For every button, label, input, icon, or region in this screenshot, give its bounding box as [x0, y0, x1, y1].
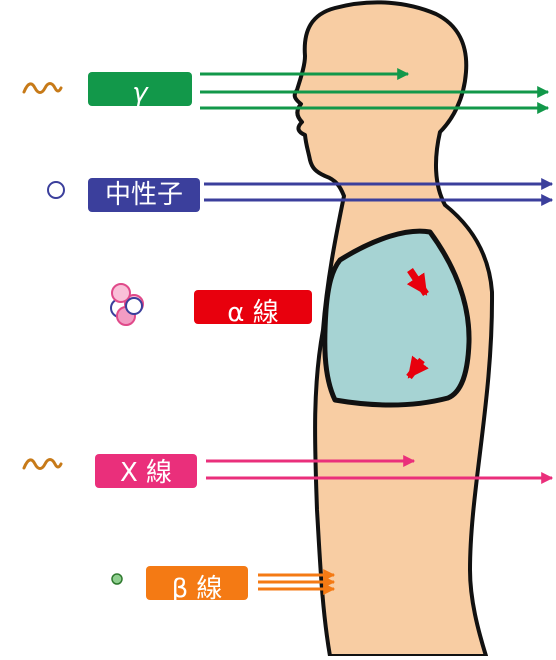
- neutron-circle-icon: [48, 182, 64, 198]
- xray-label: X 線: [95, 454, 197, 488]
- beta-electron-dot-icon: [112, 574, 122, 584]
- alpha-particle-cluster-icon: [111, 284, 143, 325]
- alpha-ray-label: α 線: [194, 290, 312, 324]
- beta-ray-label: β 線: [146, 566, 248, 600]
- lung: [325, 231, 469, 405]
- xray-wave-icon: [24, 460, 61, 469]
- neutron-label: 中性子: [88, 178, 200, 212]
- gamma-wave-icon: [24, 84, 61, 93]
- gamma-ray-label: γ: [88, 72, 192, 106]
